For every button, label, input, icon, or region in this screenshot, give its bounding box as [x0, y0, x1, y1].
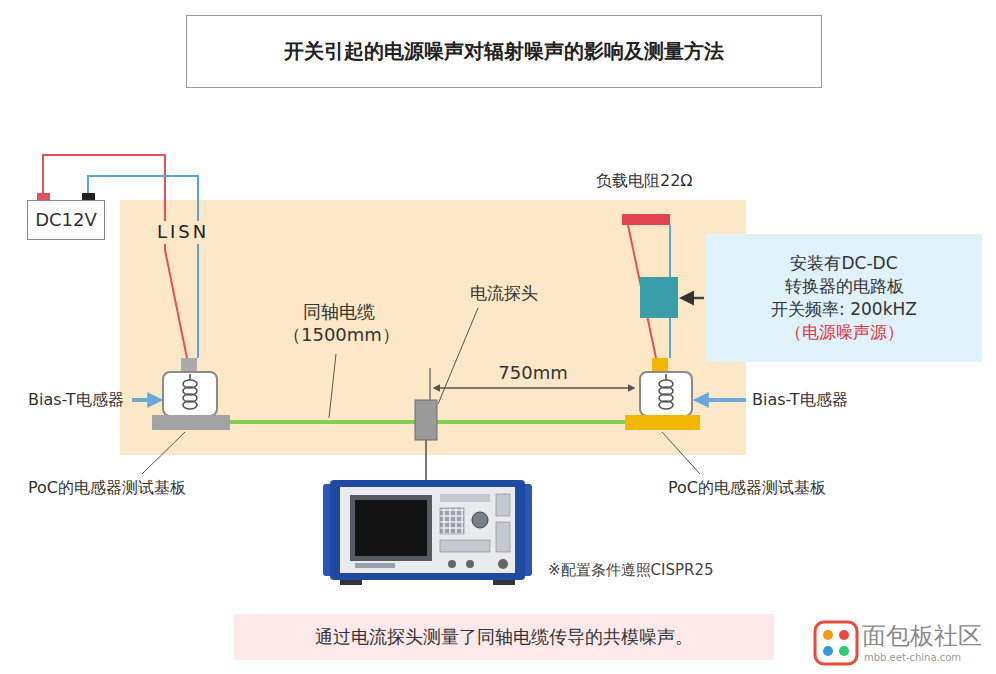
softkeys	[355, 563, 395, 568]
box-text: 安装有DC-DC 转换器的电路板	[782, 252, 906, 298]
inductor-housing	[640, 372, 692, 416]
logo-dot	[823, 630, 833, 640]
watermark-logo	[815, 622, 857, 664]
coil-lead	[189, 374, 191, 380]
coil-lead	[665, 374, 667, 380]
caption-text: 通过电流探头测量了同轴电缆传导的共模噪声。	[315, 625, 693, 649]
probe-label: 电流探头	[470, 283, 538, 304]
leader-line	[438, 308, 478, 404]
power-supply-box: DC12V	[27, 200, 105, 240]
resistor-label: 负载电阻22Ω	[596, 171, 693, 191]
foot	[340, 580, 362, 585]
load-resistor	[622, 214, 670, 225]
dcdc-board	[640, 277, 678, 318]
probe-cable	[425, 440, 427, 482]
box-text: DC12V	[35, 208, 97, 232]
dimension-line	[434, 387, 634, 389]
dimension-tick	[429, 368, 430, 400]
watermark: 面包板社区	[862, 621, 982, 651]
coil-turn	[659, 401, 673, 409]
inductor-label: Bias-T电感器	[28, 390, 124, 410]
note: ※配置条件遵照CISPR25	[548, 561, 714, 580]
leader-line	[662, 432, 700, 474]
box-text: 开关频率: 200kHZ	[771, 298, 917, 321]
test-table	[120, 200, 746, 455]
screen	[355, 500, 427, 556]
logo-dot	[839, 630, 849, 640]
inductor-coil	[183, 374, 197, 409]
connector	[181, 358, 197, 372]
spectrum-analyzer	[323, 480, 532, 585]
port	[448, 560, 456, 568]
logo-dot	[823, 646, 833, 656]
keypad	[440, 508, 464, 534]
board-label: PoC的电感器测试基板	[668, 478, 826, 498]
title-box: 开关引起的电源噪声对辐射噪声的影响及测量方法	[186, 15, 822, 88]
inductor-coil	[659, 374, 673, 409]
current-probe	[415, 400, 437, 440]
logo-dot	[839, 646, 849, 656]
test-board	[625, 415, 700, 430]
watermark-url: mbb.eet-china.com	[864, 652, 961, 665]
front-panel	[340, 487, 515, 573]
foot	[493, 580, 515, 585]
analyzer-frame	[330, 480, 525, 580]
inductor-label: Bias-T电感器	[752, 390, 848, 410]
connector	[652, 358, 668, 372]
port	[466, 560, 474, 568]
leader-line	[142, 432, 185, 474]
pointer-arrow	[132, 398, 160, 402]
lisn-label: LISN	[155, 221, 211, 244]
title-text: 开关引起的电源噪声对辐射噪声的影响及测量方法	[284, 38, 724, 65]
board-label: PoC的电感器测试基板	[28, 478, 186, 498]
inductor-housing	[163, 372, 217, 416]
logo-frame	[815, 622, 857, 664]
box-text: （电源噪声源）	[785, 321, 904, 344]
callout-box: 安装有DC-DC 转换器的电路板开关频率: 200kHZ（电源噪声源）	[706, 234, 982, 362]
caption-box: 通过电流探头测量了同轴电缆传导的共模噪声。	[234, 614, 774, 660]
rf-input	[498, 559, 508, 569]
rotary-knob	[472, 512, 488, 528]
dimension-label: 750mm	[490, 362, 576, 385]
test-board	[152, 415, 230, 430]
pointer-arrow	[696, 398, 746, 402]
cable-label: 同轴电缆 （1500mm）	[283, 300, 395, 347]
button-row	[440, 540, 490, 552]
callout-arrow	[682, 297, 704, 300]
button-row	[440, 494, 490, 502]
leader-line	[329, 354, 336, 418]
screen-bezel	[350, 495, 432, 561]
coil-turn	[183, 401, 197, 409]
side-buttons	[496, 494, 510, 516]
positive-wire	[43, 155, 187, 358]
side-buttons	[496, 522, 510, 552]
